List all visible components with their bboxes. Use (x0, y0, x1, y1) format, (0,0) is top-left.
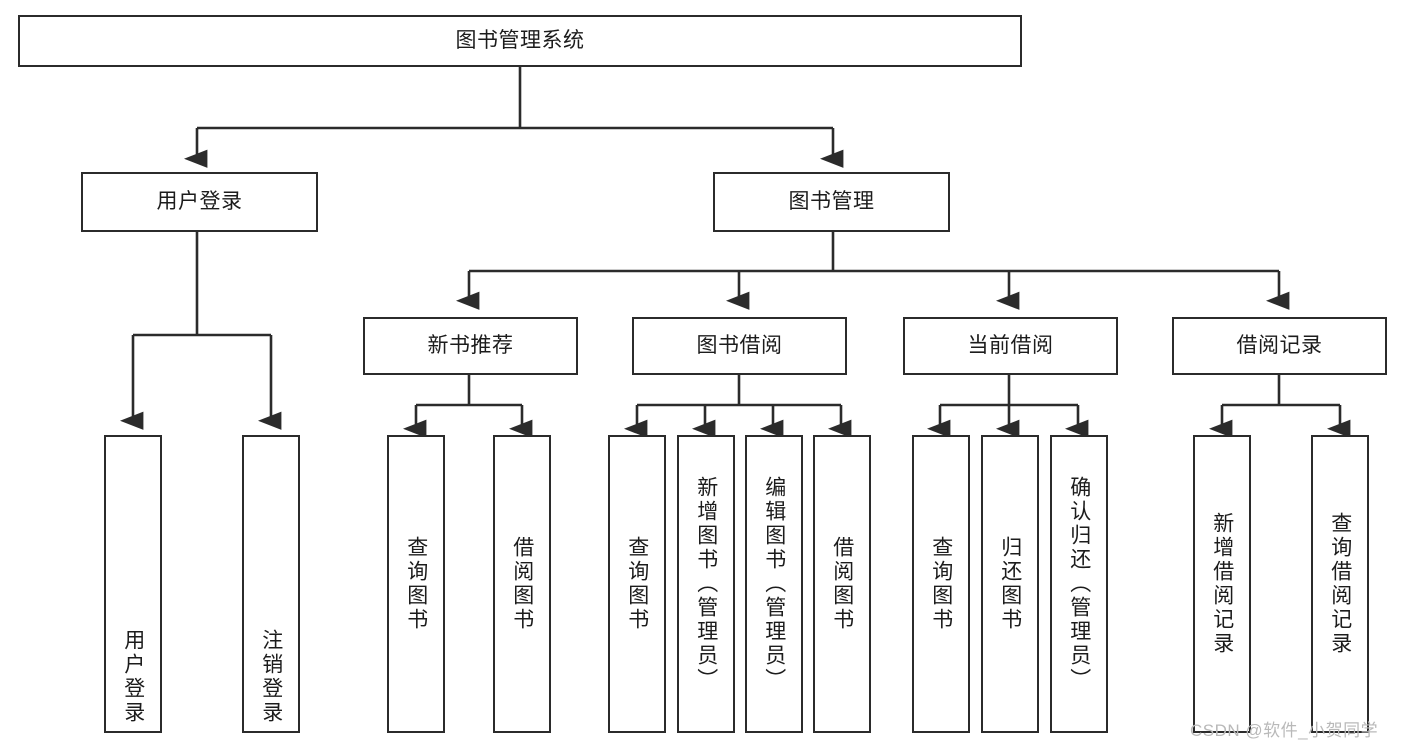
leaf-query-borrow-record-label: 查询借阅记录 (1328, 512, 1352, 656)
leaf-query-book-current[interactable]: 查询图书 (912, 435, 970, 733)
node-user-login-label: 用户登录 (156, 189, 243, 213)
leaf-return-book-label: 归还图书 (998, 536, 1022, 632)
leaf-confirm-return-admin-label: 确认归还（管理员） (1067, 476, 1091, 692)
leaf-add-borrow-record-label: 新增借阅记录 (1210, 512, 1234, 656)
leaf-query-book-borrow-label: 查询图书 (625, 536, 649, 632)
leaf-edit-book-admin[interactable]: 编辑图书（管理员） (745, 435, 803, 733)
watermark-text: CSDN @软件_小贺同学 (1190, 721, 1379, 740)
leaf-query-book-current-label: 查询图书 (929, 536, 953, 632)
leaf-logout[interactable]: 注销登录 (242, 435, 300, 733)
node-root-label: 图书管理系统 (455, 28, 585, 52)
leaf-edit-book-admin-label: 编辑图书（管理员） (762, 476, 786, 692)
node-current-borrow[interactable]: 当前借阅 (903, 317, 1118, 375)
node-user-login[interactable]: 用户登录 (81, 172, 318, 232)
node-book-management[interactable]: 图书管理 (713, 172, 950, 232)
node-borrow-record-label: 借阅记录 (1236, 333, 1323, 357)
leaf-user-login-label: 用户登录 (121, 629, 145, 725)
leaf-confirm-return-admin[interactable]: 确认归还（管理员） (1050, 435, 1108, 733)
node-root[interactable]: 图书管理系统 (18, 15, 1022, 67)
leaf-logout-label: 注销登录 (259, 629, 283, 725)
leaf-query-book-borrow[interactable]: 查询图书 (608, 435, 666, 733)
node-new-book-recommend-label: 新书推荐 (427, 333, 514, 357)
node-new-book-recommend[interactable]: 新书推荐 (363, 317, 578, 375)
node-borrow-record[interactable]: 借阅记录 (1172, 317, 1387, 375)
leaf-add-borrow-record[interactable]: 新增借阅记录 (1193, 435, 1251, 733)
leaf-return-book[interactable]: 归还图书 (981, 435, 1039, 733)
node-book-borrow-label: 图书借阅 (696, 333, 783, 357)
leaf-borrow-book-label: 借阅图书 (830, 536, 854, 632)
node-current-borrow-label: 当前借阅 (967, 333, 1054, 357)
leaf-query-book-recommend[interactable]: 查询图书 (387, 435, 445, 733)
node-book-management-label: 图书管理 (788, 189, 875, 213)
leaf-add-book-admin-label: 新增图书（管理员） (694, 476, 718, 692)
leaf-borrow-book[interactable]: 借阅图书 (813, 435, 871, 733)
leaf-borrow-book-recommend[interactable]: 借阅图书 (493, 435, 551, 733)
leaf-query-borrow-record[interactable]: 查询借阅记录 (1311, 435, 1369, 733)
leaf-borrow-book-recommend-label: 借阅图书 (510, 536, 534, 632)
node-book-borrow[interactable]: 图书借阅 (632, 317, 847, 375)
leaf-add-book-admin[interactable]: 新增图书（管理员） (677, 435, 735, 733)
leaf-query-book-recommend-label: 查询图书 (404, 536, 428, 632)
leaf-user-login[interactable]: 用户登录 (104, 435, 162, 733)
